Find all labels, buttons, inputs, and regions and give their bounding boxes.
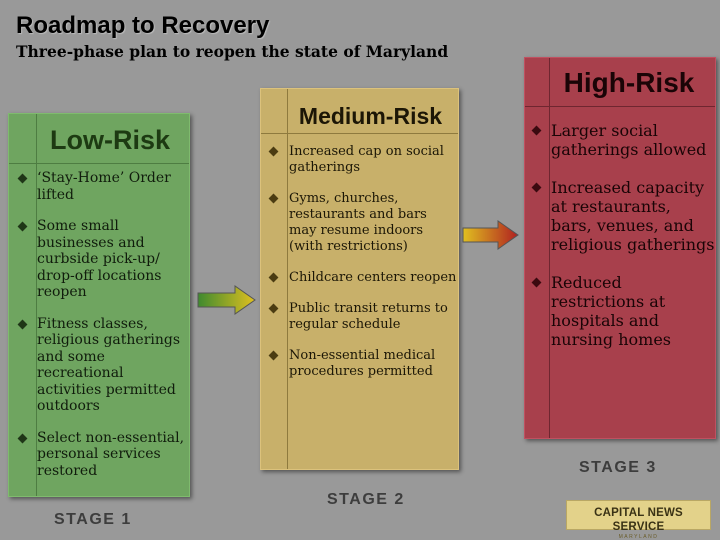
stage-3-panel: High-Risk Larger social gatherings allow… (524, 57, 716, 439)
panel-divider-horizontal (261, 133, 458, 134)
diamond-bullet-icon (268, 193, 279, 204)
logo-subtitle: MARYLAND (618, 534, 659, 540)
diamond-bullet-icon (17, 319, 28, 329)
diamond-bullet-icon (531, 277, 542, 288)
stage-3-label: STAGE 3 (579, 459, 657, 476)
stage-2-heading: Medium-Risk (298, 103, 443, 129)
capital-news-service-logo: CAPITAL NEWS SERVICE MARYLAND (566, 500, 711, 540)
stage-1-heading: Low-Risk (49, 125, 170, 155)
list-item: Select non-essential, personal services … (9, 430, 189, 480)
diamond-bullet-icon (17, 173, 28, 184)
page-title: Roadmap to Recovery (16, 12, 270, 39)
arrow-right-icon (197, 285, 256, 315)
list-item: Public transit returns to regular schedu… (261, 301, 458, 333)
panel-divider-horizontal (9, 163, 189, 164)
panel-divider-vertical (287, 89, 288, 469)
diamond-bullet-icon (268, 146, 279, 157)
stage-1-label: STAGE 1 (54, 511, 132, 528)
stage-2-label: STAGE 2 (327, 491, 405, 508)
list-item: Childcare centers reopen (261, 270, 458, 286)
logo-name: CAPITAL NEWS SERVICE (594, 507, 683, 533)
list-item: Gyms, churches, restaurants and bars may… (261, 191, 458, 255)
list-item: Reduced restrictions at hospitals and nu… (525, 273, 715, 349)
diamond-bullet-icon (268, 303, 279, 314)
page-subtitle: Three-phase plan to reopen the state of … (16, 42, 449, 61)
panel-divider-vertical (549, 58, 550, 438)
stage-2-panel: Medium-Risk Increased cap on social gath… (260, 88, 459, 470)
list-item: Non-essential medical procedures permitt… (261, 348, 458, 380)
diamond-bullet-icon (268, 350, 279, 361)
list-item: Increased cap on social gatherings (261, 144, 458, 176)
diamond-bullet-icon (17, 433, 28, 443)
panel-divider-horizontal (525, 106, 715, 107)
stage-3-heading: High-Risk (563, 67, 695, 98)
stage-1-panel: Low-Risk ‘Stay-Home’ Order lifted Some s… (8, 113, 190, 497)
list-item: Increased capacity at restaurants, bars,… (525, 178, 715, 254)
arrow-right-icon (462, 220, 519, 250)
diamond-bullet-icon (268, 272, 279, 283)
diamond-bullet-icon (531, 182, 542, 193)
panel-divider-vertical (36, 114, 37, 496)
stage-3-list: Larger social gatherings allowed Increas… (525, 121, 715, 368)
list-item: Larger social gatherings allowed (525, 121, 715, 159)
list-item: Some small businesses and curbside pick-… (9, 218, 189, 301)
diamond-bullet-icon (531, 125, 542, 136)
stage-1-list: ‘Stay-Home’ Order lifted Some small busi… (9, 170, 189, 494)
stage-2-list: Increased cap on social gatherings Gyms,… (261, 144, 458, 395)
diamond-bullet-icon (17, 221, 28, 232)
list-item: Fitness classes, religious gatherings an… (9, 316, 189, 415)
list-item: ‘Stay-Home’ Order lifted (9, 170, 189, 203)
